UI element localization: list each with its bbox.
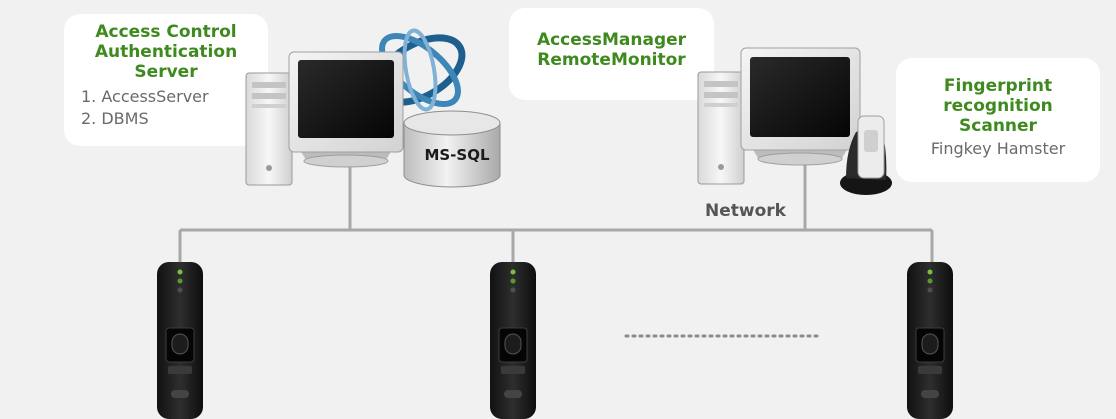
server-pc-tower-icon [245, 72, 293, 186]
scanner-subtitle: Fingkey Hamster [930, 139, 1066, 158]
database-label: MS-SQL [424, 146, 490, 164]
monitor-label-box: AccessManager RemoteMonitor [509, 8, 714, 100]
server-crt-monitor-icon [288, 51, 404, 168]
network-label: Network [705, 201, 786, 221]
access-terminal-1 [157, 262, 203, 419]
server-label-box: Access Control Authentication Server 1. … [64, 14, 268, 146]
scanner-label-box: Fingerprint recognition Scanner Fingkey … [896, 58, 1100, 182]
scanner-title-line-2: recognition [943, 96, 1053, 116]
scanner-title-line-1: Fingerprint [943, 76, 1053, 96]
fingerprint-scanner-icon [840, 115, 892, 195]
monitor-title-line-2: RemoteMonitor [537, 50, 686, 70]
server-title-line-1: Access Control [95, 22, 237, 42]
monitor-pc-tower-icon [697, 71, 745, 185]
monitor-title: AccessManager RemoteMonitor [509, 30, 714, 70]
access-terminal-3 [907, 262, 953, 419]
server-item-2: 2. DBMS [81, 109, 149, 128]
server-title: Access Control Authentication Server [72, 22, 260, 82]
scanner-title-line-3: Scanner [959, 116, 1037, 136]
access-terminal-2 [490, 262, 536, 419]
database-cylinder-icon [403, 110, 501, 188]
server-title-line-3: Server [134, 62, 198, 82]
network-lines [178, 160, 934, 262]
scanner-title: Fingerprint recognition Scanner [896, 76, 1100, 136]
monitor-title-line-1: AccessManager [536, 30, 687, 50]
monitor-crt-monitor-icon [740, 47, 861, 166]
server-title-line-2: Authentication [94, 42, 238, 62]
server-item-1: 1. AccessServer [81, 87, 209, 106]
